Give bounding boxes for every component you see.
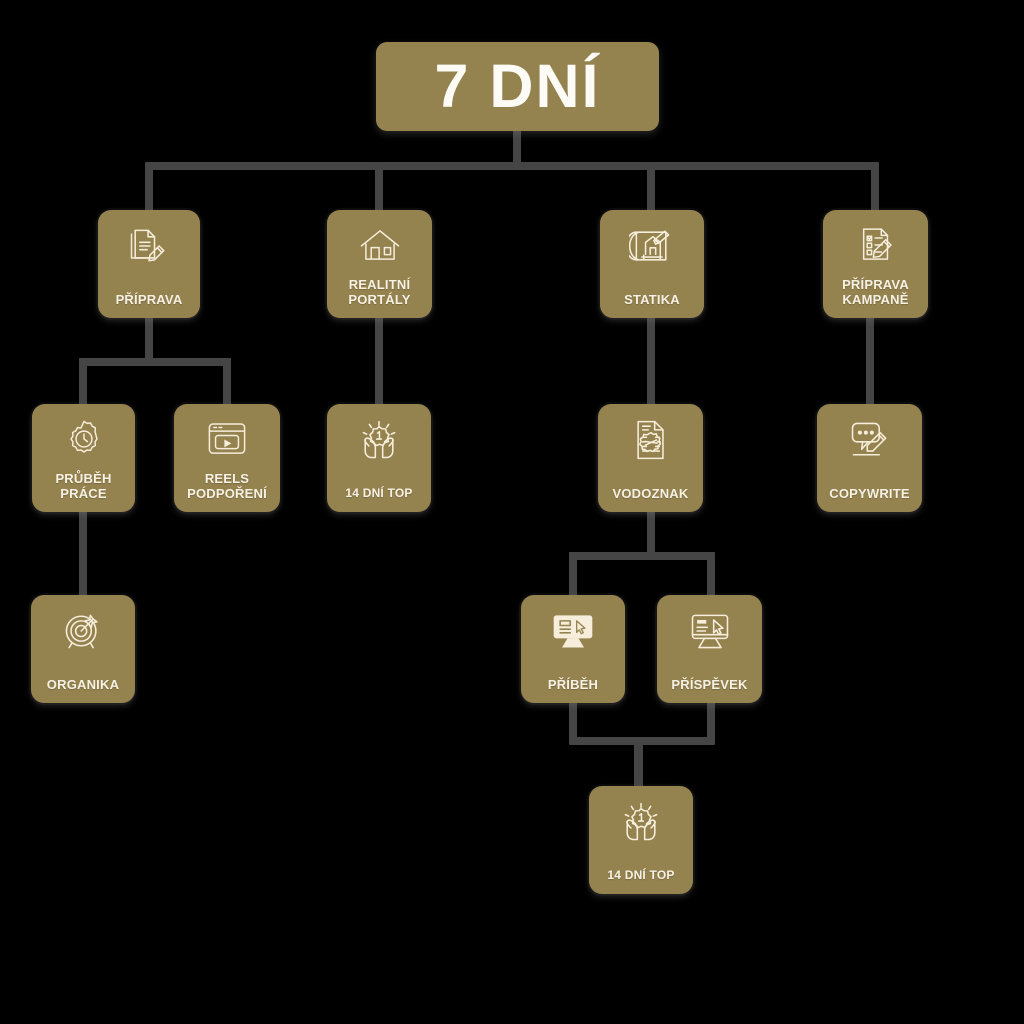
video-player-icon: [208, 423, 246, 454]
node-label-14dni-top-b: 14 DNÍ TOP: [607, 868, 675, 883]
node-label-prispevek: PŘÍSPĚVEK: [671, 676, 748, 692]
node-14dni-top-b[interactable]: 14 DNÍ TOP: [589, 786, 693, 894]
connector-vodoznak-drop-left: [569, 552, 577, 601]
connector-drop-kampane: [871, 162, 879, 212]
target-arrow-icon: [65, 614, 98, 649]
connector-priprava-drop-left: [79, 358, 87, 408]
node-prispevek[interactable]: PŘÍSPĚVEK: [657, 595, 762, 703]
gear-clock-icon: [69, 420, 98, 453]
connector-prispevek-riser: [707, 699, 715, 743]
connector-row1-bus: [145, 162, 879, 170]
connector-drop-statika: [647, 162, 655, 212]
node-statika[interactable]: STATIKA: [600, 210, 704, 318]
connector-statika-stem: [647, 316, 655, 408]
node-prubeh-prace[interactable]: PRŮBĚH PRÁCE: [32, 404, 135, 512]
node-copywrite[interactable]: COPYWRITE: [817, 404, 922, 512]
speech-pencil-icon: [851, 422, 886, 456]
node-label-organika: ORGANIKA: [46, 676, 120, 692]
node-label-reels: REELS PODPOŘENÍ: [187, 470, 267, 501]
connector-kampane-stem: [866, 316, 874, 408]
node-label-14dni-top-a: 14 DNÍ TOP: [345, 486, 413, 501]
connector-vodoznak-drop-right: [707, 552, 715, 601]
root-node-title: 7 DNÍ: [434, 52, 601, 120]
hands-badge-icon: [624, 802, 658, 841]
monitor-cursor-filled-icon: [553, 615, 593, 648]
connector-priprava-stem: [145, 316, 153, 364]
connector-priprava-drop-right: [223, 358, 231, 408]
connector-drop-priprava: [145, 162, 153, 212]
node-reels[interactable]: REELS PODPOŘENÍ: [174, 404, 280, 512]
node-label-pribeh: PŘÍBĚH: [547, 676, 599, 692]
node-label-statika: STATIKA: [624, 291, 680, 307]
node-label-realitni: REALITNÍ PORTÁLY: [348, 276, 411, 307]
root-node-7-dni[interactable]: 7 DNÍ: [376, 42, 659, 131]
node-label-prubeh-prace: PRŮBĚH PRÁCE: [55, 470, 112, 501]
connector-vodoznak-bus: [569, 552, 715, 560]
connector-pribeh-riser: [569, 699, 577, 743]
connector-vodoznak-stem: [647, 510, 655, 558]
connector-priprava-bus: [79, 358, 231, 366]
node-priprava-kampane[interactable]: PŘÍPRAVA KAMPANĚ: [823, 210, 928, 318]
node-realitni[interactable]: REALITNÍ PORTÁLY: [327, 210, 432, 318]
node-14dni-top-a[interactable]: 14 DNÍ TOP: [327, 404, 431, 512]
connector-realitni-stem: [375, 316, 383, 408]
connector-drop-realitni: [375, 162, 383, 212]
node-organika[interactable]: ORGANIKA: [31, 595, 135, 703]
node-label-priprava-kampane: PŘÍPRAVA KAMPANĚ: [842, 276, 909, 307]
connector-prubeh-stem: [79, 510, 87, 599]
node-label-vodoznak: VODOZNAK: [612, 485, 689, 501]
connector-root-stem: [513, 128, 521, 170]
house-outline-icon: [360, 230, 399, 260]
node-label-copywrite: COPYWRITE: [829, 485, 910, 501]
node-pribeh[interactable]: PŘÍBĚH: [521, 595, 625, 703]
connector-merge-stem: [634, 737, 643, 791]
monitor-cursor-outline-icon: [691, 614, 728, 649]
node-label-priprava: PŘÍPRAVA: [115, 291, 183, 307]
checklist-pencil-icon: [862, 228, 892, 260]
node-priprava[interactable]: PŘÍPRAVA: [98, 210, 200, 318]
node-vodoznak[interactable]: VODOZNAK: [598, 404, 703, 512]
watermark-doc-icon: [636, 420, 664, 460]
hands-badge-icon: [362, 420, 396, 459]
blueprint-icon: [629, 230, 670, 261]
document-pencil-icon: [130, 229, 165, 262]
